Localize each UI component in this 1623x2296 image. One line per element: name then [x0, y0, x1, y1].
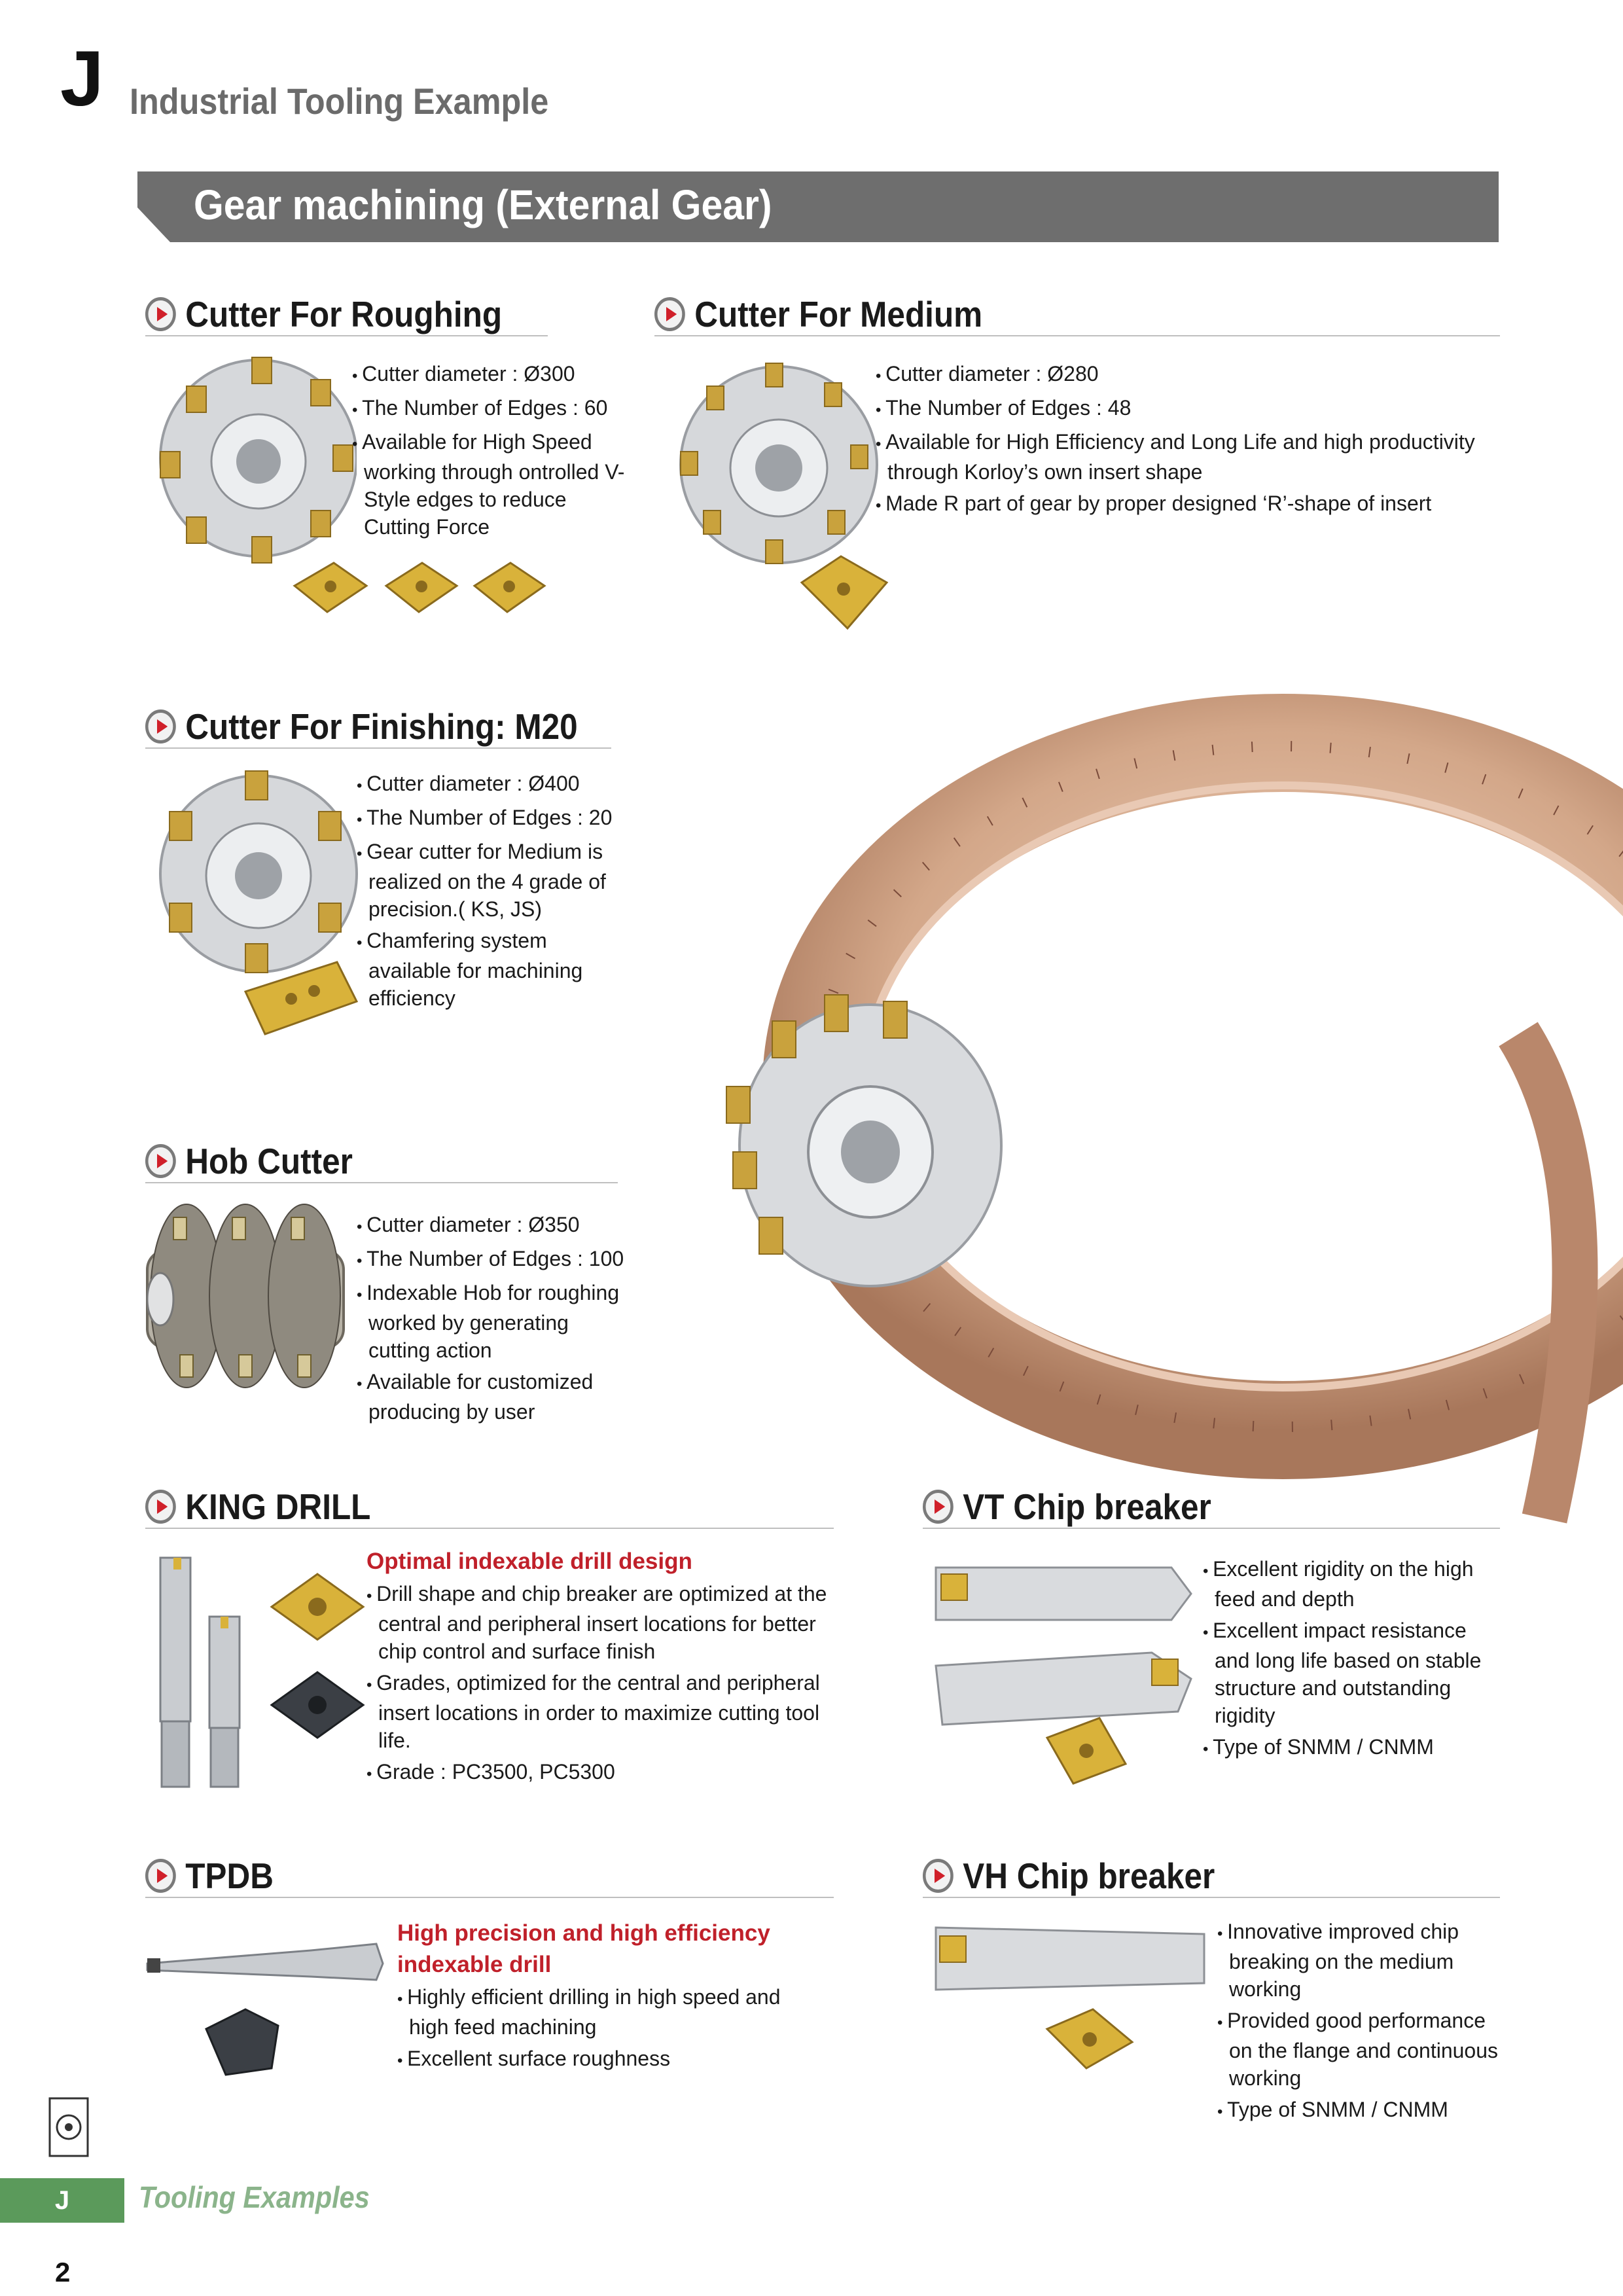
finishing-specs: Cutter diameter : Ø400 The Number of Edg…	[357, 770, 632, 1016]
section-rule	[923, 1528, 1500, 1529]
spec-line: Innovative improved chip breaking on the…	[1217, 1918, 1505, 2003]
page-number: 2	[55, 2257, 71, 2287]
spec-line: Excellent rigidity on the high feed and …	[1203, 1555, 1504, 1613]
roughing-cutter-image	[159, 357, 357, 564]
section-title-vt: VT Chip breaker	[923, 1486, 1211, 1528]
vt-specs: Excellent rigidity on the high feed and …	[1203, 1555, 1504, 1767]
medium-specs: Cutter diameter : Ø280 The Number of Edg…	[876, 360, 1504, 524]
section-banner	[137, 171, 1499, 242]
finishing-cutter-image	[159, 770, 358, 973]
gear-cutter-illustration	[726, 994, 1003, 1287]
spec-line: Highly efficient drilling in high speed …	[397, 1983, 816, 2041]
spec-line: Available for customized producing by us…	[357, 1368, 632, 1426]
roughing-specs: Cutter diameter : Ø300 The Number of Edg…	[352, 360, 627, 545]
spec-line: Gear cutter for Medium is realized on th…	[357, 838, 632, 923]
spec-line: Grades, optimized for the central and pe…	[366, 1669, 838, 1754]
tpdb-specs: Highly efficient drilling in high speed …	[397, 1983, 816, 2079]
spec-line: The Number of Edges : 20	[357, 804, 632, 834]
page-header-title: Industrial Tooling Example	[130, 81, 549, 122]
tpdb-headline-2: indexable drill	[397, 1952, 552, 1977]
spec-line: Chamfering system available for machinin…	[357, 927, 632, 1012]
spec-line: Made R part of gear by proper designed ‘…	[876, 490, 1504, 520]
roughing-inserts-image	[293, 562, 546, 613]
play-arrow-icon	[145, 1490, 176, 1524]
chapter-letter: J	[60, 35, 104, 122]
medium-cutter-image	[679, 363, 878, 564]
spec-line: Cutter diameter : Ø280	[876, 360, 1504, 390]
banner-title: Gear machining (External Gear)	[194, 181, 772, 228]
section-rule	[145, 1528, 834, 1529]
spec-line: The Number of Edges : 60	[352, 394, 627, 424]
section-title-tpdb: TPDB	[145, 1855, 274, 1897]
king-drill-image	[159, 1556, 241, 1788]
spec-line: Cutter diameter : Ø300	[352, 360, 627, 390]
spec-line: Available for High Speed working through…	[352, 428, 627, 541]
section-title-vh: VH Chip breaker	[923, 1855, 1215, 1897]
king-drill-specs: Drill shape and chip breaker are optimiz…	[366, 1580, 838, 1792]
spec-line: Type of SNMM / CNMM	[1203, 1733, 1504, 1763]
spec-line: Drill shape and chip breaker are optimiz…	[366, 1580, 838, 1665]
play-arrow-icon	[145, 297, 176, 331]
spec-line: Available for High Efficiency and Long L…	[876, 428, 1504, 486]
section-title-roughing: Cutter For Roughing	[145, 293, 502, 335]
play-arrow-icon	[923, 1859, 954, 1893]
section-title-hob: Hob Cutter	[145, 1140, 353, 1182]
section-rule	[145, 747, 611, 749]
play-arrow-icon	[654, 297, 685, 331]
vh-specs: Innovative improved chip breaking on the…	[1217, 1918, 1505, 2130]
spec-line: The Number of Edges : 48	[876, 394, 1504, 424]
section-rule	[145, 1182, 618, 1183]
spec-line: Excellent impact resistance and long lif…	[1203, 1617, 1504, 1729]
play-arrow-icon	[145, 1144, 176, 1178]
chapter-tab: J	[0, 2178, 124, 2223]
king-drill-headline: Optimal indexable drill design	[366, 1549, 692, 1574]
spec-line: Cutter diameter : Ø400	[357, 770, 632, 800]
hob-specs: Cutter diameter : Ø350 The Number of Edg…	[357, 1211, 632, 1429]
spec-line: Grade : PC3500, PC5300	[366, 1758, 838, 1788]
spec-line: Excellent surface roughness	[397, 2045, 816, 2075]
finishing-insert-image	[243, 961, 359, 1035]
tpdb-drill-image	[146, 1943, 384, 2076]
medium-insert-image	[800, 555, 889, 630]
section-title-medium: Cutter For Medium	[654, 293, 982, 335]
section-rule	[923, 1897, 1500, 1898]
section-rule	[654, 335, 1500, 336]
play-arrow-icon	[145, 1859, 176, 1893]
section-title-king-drill: KING DRILL	[145, 1486, 370, 1528]
tpdb-headline-1: High precision and high efficiency	[397, 1920, 770, 1946]
vh-toolholder-image	[935, 1926, 1205, 2070]
king-drill-inserts-image	[270, 1573, 365, 1739]
play-arrow-icon	[923, 1490, 954, 1524]
section-rule	[145, 335, 548, 336]
hob-cutter-image	[146, 1204, 345, 1388]
spec-line: Indexable Hob for roughing worked by gen…	[357, 1279, 632, 1364]
play-arrow-icon	[145, 709, 176, 744]
gear-sketch-icon	[48, 2097, 89, 2157]
spec-line: Provided good performance on the flange …	[1217, 2007, 1505, 2092]
spec-line: Type of SNMM / CNMM	[1217, 2096, 1505, 2126]
vt-toolholders-image	[935, 1566, 1192, 1785]
section-title-finishing: Cutter For Finishing: M20	[145, 706, 578, 747]
chapter-tab-label: Tooling Examples	[139, 2180, 370, 2214]
spec-line: Cutter diameter : Ø350	[357, 1211, 632, 1241]
spec-line: The Number of Edges : 100	[357, 1245, 632, 1275]
section-rule	[145, 1897, 834, 1898]
